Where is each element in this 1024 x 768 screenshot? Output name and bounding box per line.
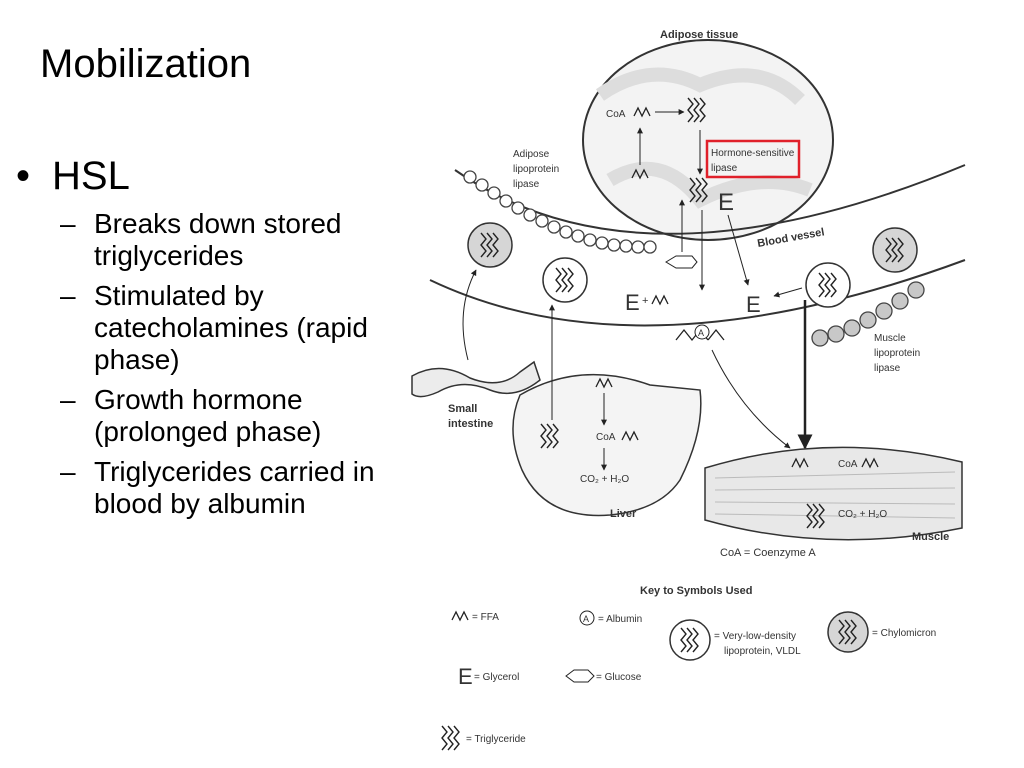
sub-bullet-item: –Growth hormone (prolonged phase) bbox=[16, 384, 396, 448]
adipose-lpl-line2: lipoprotein bbox=[513, 164, 559, 175]
key-vldl-symbol bbox=[669, 619, 711, 661]
key-albumin-label: = Albumin bbox=[598, 614, 642, 625]
small-intestine-line1: Small bbox=[448, 403, 477, 415]
sub-bullet-group: –Breaks down stored triglycerides –Stimu… bbox=[16, 208, 396, 520]
sub-bullet-item: –Triglycerides carried in blood by album… bbox=[16, 456, 396, 520]
coa-definition: CoA = Coenzyme A bbox=[720, 547, 816, 559]
sub-bullet-list: –Breaks down stored triglycerides –Stimu… bbox=[16, 208, 396, 520]
arrow-glycerol-down bbox=[727, 214, 750, 286]
plus-sign: + bbox=[642, 295, 648, 307]
coa-liver-label: CoA bbox=[596, 432, 616, 443]
bullet-dot: • bbox=[16, 154, 31, 198]
chylomicron-left bbox=[467, 222, 513, 268]
muscle-lpl-line1: Muscle bbox=[874, 333, 906, 344]
key-triglyceride-label: = Triglyceride bbox=[466, 734, 526, 745]
co2-h2o-muscle: CO₂ + H₂O bbox=[838, 509, 887, 520]
sub-bullet-dash: – bbox=[60, 280, 76, 311]
hsl-label-line1: Hormone-sensitive bbox=[711, 148, 795, 159]
symbol-key: Key to Symbols Used = FFA A = Albumin = … bbox=[441, 585, 936, 751]
glycerol-adipose-symbol: E bbox=[718, 189, 734, 216]
key-albumin-symbol bbox=[579, 610, 595, 626]
key-glycerol-label: = Glycerol bbox=[474, 672, 519, 683]
bullet-list: • HSL –Breaks down stored triglycerides … bbox=[16, 150, 396, 528]
blood-vessel-lower-wall bbox=[429, 259, 966, 327]
bullet-item: • HSL bbox=[16, 150, 396, 202]
key-glucose-symbol bbox=[565, 669, 595, 683]
hsl-label-line2: lipase bbox=[711, 163, 738, 174]
endothelial-beads-left bbox=[463, 170, 657, 254]
small-intestine: Small intestine bbox=[411, 360, 541, 430]
glycerol-blood-symbol: E bbox=[625, 290, 640, 315]
muscle-lpl-line3: lipase bbox=[874, 363, 901, 374]
muscle-label: Muscle bbox=[912, 531, 949, 543]
key-title: Key to Symbols Used bbox=[640, 585, 752, 597]
key-vldl-line2: lipoprotein, VLDL bbox=[724, 646, 801, 657]
small-intestine-line2: intestine bbox=[448, 418, 493, 430]
sub-bullet-text: Triglycerides carried in blood by albumi… bbox=[94, 456, 375, 519]
liver: CoA CO₂ + H₂O Liver bbox=[512, 373, 702, 520]
key-ffa-label: = FFA bbox=[472, 612, 499, 623]
chylomicron-right bbox=[872, 227, 918, 273]
key-chylomicron-symbol bbox=[827, 611, 869, 653]
key-ffa-symbol bbox=[451, 611, 469, 621]
glucose-symbol bbox=[665, 255, 698, 269]
co2-h2o-liver: CO₂ + H₂O bbox=[580, 474, 629, 485]
key-glucose-label: = Glucose bbox=[596, 672, 642, 683]
sub-bullet-dash: – bbox=[60, 208, 76, 239]
sub-bullet-item: –Breaks down stored triglycerides bbox=[16, 208, 396, 272]
muscle: CoA CO₂ + H₂O Muscle bbox=[704, 446, 963, 543]
bullet-text: HSL bbox=[52, 154, 130, 198]
adipose-lpl-line1: Adipose bbox=[513, 149, 550, 160]
sub-bullet-item: –Stimulated by catecholamines (rapid pha… bbox=[16, 280, 396, 376]
arrow-vldl-to-glycerol bbox=[773, 287, 803, 298]
coa-adipose-label: CoA bbox=[606, 109, 626, 120]
albumin-letter: A bbox=[698, 328, 704, 338]
vldl-right bbox=[805, 262, 851, 308]
fat-mobilization-diagram: Adipose tissue CoA E Hormone-sensitive l… bbox=[411, 29, 966, 751]
endothelial-beads-right bbox=[811, 281, 925, 347]
sub-bullet-text: Growth hormone (prolonged phase) bbox=[94, 384, 322, 447]
sub-bullet-text: Breaks down stored triglycerides bbox=[94, 208, 342, 271]
coa-muscle-label: CoA bbox=[838, 459, 858, 470]
sub-bullet-dash: – bbox=[60, 384, 76, 415]
key-triglyceride-symbol bbox=[441, 725, 460, 751]
key-vldl-line1: = Very-low-density bbox=[714, 631, 796, 642]
key-albumin-letter: A bbox=[583, 614, 589, 624]
key-glycerol-symbol: E bbox=[458, 664, 473, 689]
slide-title: Mobilization bbox=[40, 42, 252, 86]
ffa-blood-symbol bbox=[651, 295, 669, 305]
arrow-albumin-to-muscle bbox=[711, 349, 791, 449]
muscle-lpl-line2: lipoprotein bbox=[874, 348, 920, 359]
glycerol-blood-right: E bbox=[746, 292, 761, 317]
arrow-intestine-to-chylomicron bbox=[462, 269, 477, 361]
vldl-center bbox=[542, 257, 588, 303]
adipose-tissue-label: Adipose tissue bbox=[660, 29, 738, 41]
hsl-highlight-box bbox=[705, 139, 801, 179]
adipose-tissue-region: Adipose tissue CoA E Hormone-sensitive l… bbox=[582, 29, 834, 241]
blood-vessel-label: Blood vessel bbox=[756, 226, 825, 250]
sub-bullet-text: Stimulated by catecholamines (rapid phas… bbox=[94, 280, 368, 375]
albumin-complex: A bbox=[675, 324, 725, 342]
key-chylomicron-label: = Chylomicron bbox=[872, 628, 936, 639]
sub-bullet-dash: – bbox=[60, 456, 76, 487]
adipose-lpl-line3: lipase bbox=[513, 179, 540, 190]
liver-label: Liver bbox=[610, 508, 637, 520]
